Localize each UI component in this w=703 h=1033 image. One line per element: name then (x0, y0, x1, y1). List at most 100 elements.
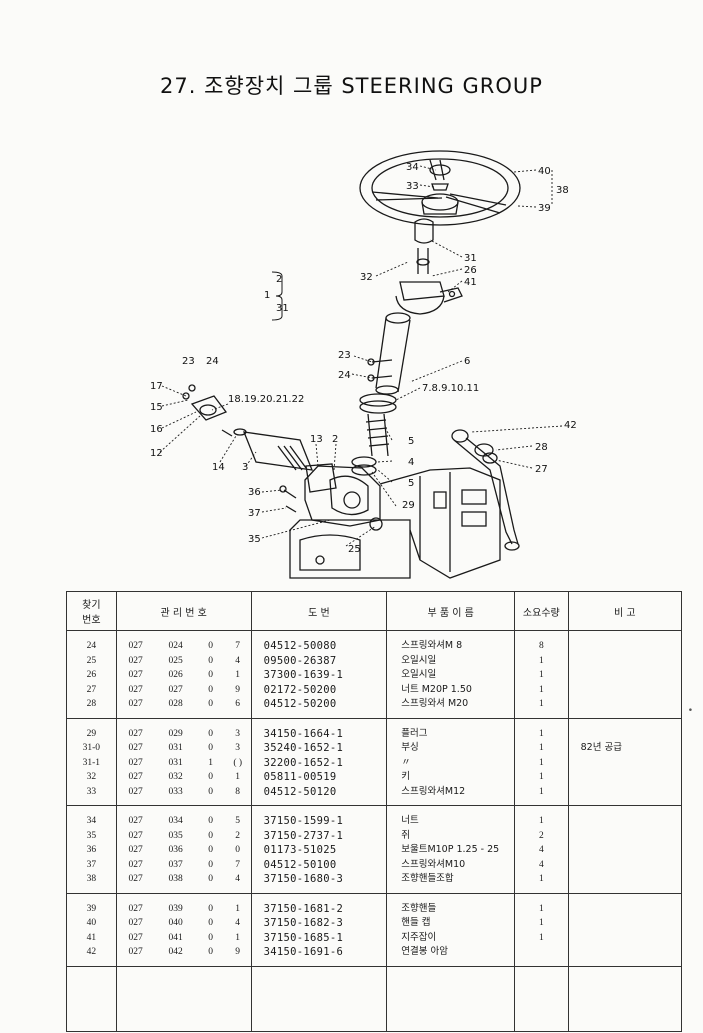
cell-remarks (569, 945, 681, 960)
control-no-part: 036 (168, 845, 183, 855)
control-no-part: 027 (128, 670, 143, 680)
control-no-part: 3 (235, 728, 241, 739)
cell-remarks (569, 770, 681, 785)
control-no-part: 4 (235, 655, 241, 666)
nut-34 (431, 183, 449, 191)
cell-qty: 1 (538, 757, 544, 768)
callout-14: 14 (212, 462, 225, 473)
cell-ref: 24 (86, 641, 97, 651)
callout-25: 25 (348, 544, 361, 555)
control-no-part: 027 (128, 874, 143, 884)
cell-qty: 2 (538, 830, 544, 841)
control-no-part: 0 (208, 728, 214, 739)
cell-drawing-no: 04512-50200 (263, 698, 337, 710)
control-no-part: 039 (168, 903, 183, 914)
control-no-part: 8 (235, 786, 241, 797)
cell-drawing-no: 35240-1652-1 (263, 742, 344, 754)
cell-qty: 1 (538, 903, 544, 914)
callout-41: 41 (464, 277, 477, 288)
callout-1-sub-2: 2 (276, 274, 282, 285)
control-no-part: 0 (208, 772, 214, 782)
control-no-part: 6 (235, 699, 241, 709)
control-no-part: 034 (168, 816, 183, 826)
callout-27: 27 (535, 464, 548, 475)
control-no-part: 0 (208, 874, 214, 884)
cell-drawing-no: 37150-2737-1 (263, 829, 344, 842)
callout-23-left: 23 (182, 356, 195, 367)
cell-remarks (569, 756, 681, 771)
cell-remarks (569, 727, 681, 742)
control-no-part: 027 (128, 947, 143, 957)
header-control-no: 관 리 번 호 (115, 591, 252, 631)
callout-23: 23 (338, 350, 351, 361)
callout-26: 26 (464, 265, 477, 276)
cell-part-name: 플러그 (401, 727, 428, 739)
control-no-part: 4 (235, 874, 241, 884)
control-no-part: 027 (128, 786, 143, 797)
callout-3: 3 (242, 462, 248, 473)
cell-part-name: 키 (401, 771, 410, 782)
cell-qty: 1 (538, 728, 544, 739)
blank-cell (514, 966, 569, 1032)
callout-15: 15 (150, 402, 163, 413)
control-no-part: 1 (235, 772, 241, 782)
control-no-part: 0 (208, 743, 214, 753)
cell-ref: 26 (86, 670, 97, 680)
callout-13: 13 (310, 434, 323, 445)
cell-qty: 1 (538, 684, 544, 695)
callout-5-upper: 5 (408, 436, 414, 447)
control-no-part: 027 (128, 641, 143, 651)
cell-ref: 31-0 (82, 743, 101, 753)
cell-remarks-column (567, 630, 683, 719)
cell-drawing-no: 34150-1664-1 (263, 727, 344, 740)
control-no-part: 027 (128, 699, 143, 709)
cell-qty: 4 (538, 859, 544, 870)
cell-ref: 38 (86, 874, 97, 884)
cell-drawing-no: 04512-50080 (263, 640, 337, 652)
cell-part-name: 부싱 (401, 742, 419, 753)
cell-remarks (569, 872, 681, 887)
cell-ref: 25 (86, 655, 97, 666)
cell-remarks (569, 843, 681, 858)
cell-ref: 34 (86, 816, 97, 826)
cell-remarks (569, 858, 681, 873)
control-no-part: 9 (235, 947, 241, 957)
control-no-part: 1 (235, 932, 241, 943)
control-no-part: 027 (128, 757, 143, 768)
callout-1: 1 (264, 290, 270, 301)
cell-remarks-column (567, 893, 683, 967)
cell-drawing-no: 04512-50120 (263, 785, 337, 798)
control-no-part: 0 (208, 670, 214, 680)
cell-drawing-no: 04512-50100 (263, 858, 337, 871)
cell-drawing-no: 32200-1652-1 (263, 756, 344, 769)
control-no-part: 035 (168, 830, 183, 841)
header-remarks: 비 고 (567, 591, 683, 631)
cell-drawing-no: 02172-50200 (263, 683, 337, 696)
cell-ref: 42 (86, 947, 97, 957)
cell-drawing-no: 37300-1639-1 (263, 669, 344, 681)
cell-part-name: 스프링와셔M10 (401, 858, 466, 870)
control-no-part: 027 (128, 684, 143, 695)
cell-qty: 1 (538, 772, 544, 782)
cell-part-name: 보울트M10P 1.25 - 25 (401, 844, 500, 855)
control-no-part: 033 (168, 786, 183, 797)
